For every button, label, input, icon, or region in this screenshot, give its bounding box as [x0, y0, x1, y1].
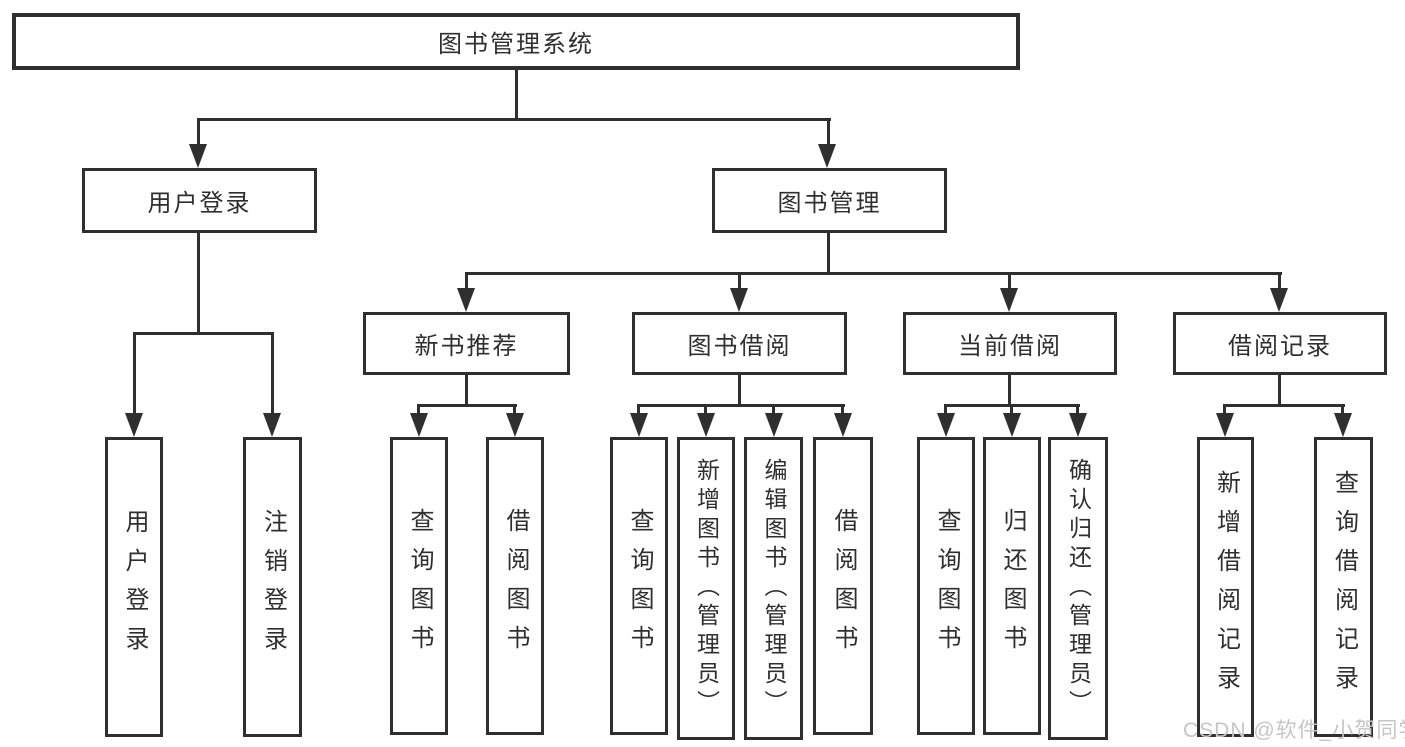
connector-line — [465, 375, 468, 407]
arrowhead-down — [1000, 288, 1018, 312]
arrowhead-down — [263, 413, 281, 437]
arrowhead-down — [1003, 413, 1021, 437]
node-label: 编辑图书（管理员） — [761, 458, 787, 719]
node-label: 查询借阅记录 — [1330, 470, 1358, 704]
connector-line — [513, 404, 516, 417]
arrowhead-down — [834, 413, 852, 437]
node-book-borrow: 图书借阅 — [632, 312, 847, 375]
node-borrow-records: 借阅记录 — [1173, 312, 1387, 375]
node-label: 确认归还（管理员） — [1065, 458, 1092, 719]
connector-line — [197, 118, 831, 121]
node-label: 借阅记录 — [1228, 333, 1332, 360]
node-borrow-query-book: 查询图书 — [610, 437, 668, 735]
node-current-query-book: 查询图书 — [917, 437, 975, 735]
connector-line — [417, 404, 420, 417]
node-current-borrow: 当前借阅 — [903, 312, 1117, 375]
connector-line — [827, 118, 830, 146]
arrowhead-down — [1334, 413, 1352, 437]
connector-line — [465, 272, 1282, 275]
node-label: 新增图书（管理员） — [693, 458, 720, 719]
node-records-add-record: 新增借阅记录 — [1197, 437, 1254, 737]
node-label: 借阅图书 — [502, 508, 529, 664]
node-records-query-record: 查询借阅记录 — [1314, 437, 1373, 737]
arrowhead-down — [630, 413, 648, 437]
node-root: 图书管理系统 — [12, 13, 1020, 70]
connector-line — [1008, 375, 1011, 407]
arrowhead-down — [765, 413, 783, 437]
connector-line — [133, 332, 136, 415]
node-label: 查询图书 — [933, 508, 960, 664]
connector-line — [704, 404, 707, 417]
node-newbook-query-book: 查询图书 — [390, 437, 448, 735]
node-label: 当前借阅 — [958, 333, 1062, 360]
connector-line — [1223, 404, 1226, 417]
node-label: 图书管理 — [777, 190, 882, 217]
arrowhead-down — [1270, 288, 1288, 312]
node-logout-leaf: 注销登录 — [243, 437, 302, 737]
connector-line — [638, 404, 845, 407]
connector-line — [738, 272, 741, 292]
node-label: 查询图书 — [626, 508, 653, 664]
node-label: 新书推荐 — [414, 333, 519, 360]
arrowhead-down — [697, 413, 715, 437]
connector-line — [1010, 404, 1013, 417]
arrowhead-down — [189, 144, 207, 168]
connector-line — [1076, 404, 1079, 417]
node-current-confirm-return-admin: 确认归还（管理员） — [1048, 437, 1108, 740]
connector-line — [1223, 404, 1345, 407]
node-current-return-book: 归还图书 — [983, 437, 1041, 735]
connector-line — [271, 332, 274, 415]
csdn-watermark: CSDN @软件_小贺同学 — [1183, 719, 1405, 742]
connector-line — [418, 404, 517, 407]
connector-line — [944, 404, 947, 417]
node-label: 注销登录 — [259, 509, 287, 665]
arrowhead-down — [125, 413, 143, 437]
connector-line — [1008, 272, 1011, 292]
connector-line — [133, 332, 274, 335]
node-user-login-leaf: 用户登录 — [105, 437, 163, 737]
connector-line — [827, 233, 830, 275]
connector-line — [1278, 272, 1281, 292]
node-label: 用户登录 — [121, 509, 148, 665]
connector-line — [1278, 375, 1281, 407]
connector-line — [738, 375, 741, 407]
arrowhead-down — [457, 288, 475, 312]
node-new-book-recommend: 新书推荐 — [363, 312, 570, 375]
node-book-mgmt: 图书管理 — [712, 168, 947, 233]
node-borrow-add-book-admin: 新增图书（管理员） — [677, 437, 735, 740]
connector-line — [465, 272, 468, 292]
connector-line — [772, 404, 775, 417]
node-label: 用户登录 — [147, 190, 252, 217]
node-borrow-edit-book-admin: 编辑图书（管理员） — [744, 437, 803, 740]
node-label: 新增借阅记录 — [1212, 470, 1240, 704]
arrowhead-down — [818, 144, 836, 168]
connector-line — [515, 70, 518, 121]
arrowhead-down — [1069, 413, 1087, 437]
node-label: 图书借阅 — [687, 333, 792, 360]
node-label: 归还图书 — [999, 508, 1026, 664]
arrowhead-down — [730, 288, 748, 312]
node-label: 图书管理系统 — [438, 31, 594, 58]
connector-line — [197, 233, 200, 335]
arrowhead-down — [937, 413, 955, 437]
arrowhead-down — [506, 413, 524, 437]
node-label: 借阅图书 — [830, 508, 857, 664]
connector-line — [637, 404, 640, 417]
connector-line — [841, 404, 844, 417]
arrowhead-down — [1216, 413, 1234, 437]
connector-line — [1341, 404, 1344, 417]
node-newbook-borrow-book: 借阅图书 — [486, 437, 544, 735]
node-user-login: 用户登录 — [82, 168, 317, 233]
node-label: 查询图书 — [406, 508, 433, 664]
node-borrow-borrow-book: 借阅图书 — [813, 437, 873, 735]
arrowhead-down — [410, 413, 428, 437]
connector-line — [197, 118, 200, 146]
